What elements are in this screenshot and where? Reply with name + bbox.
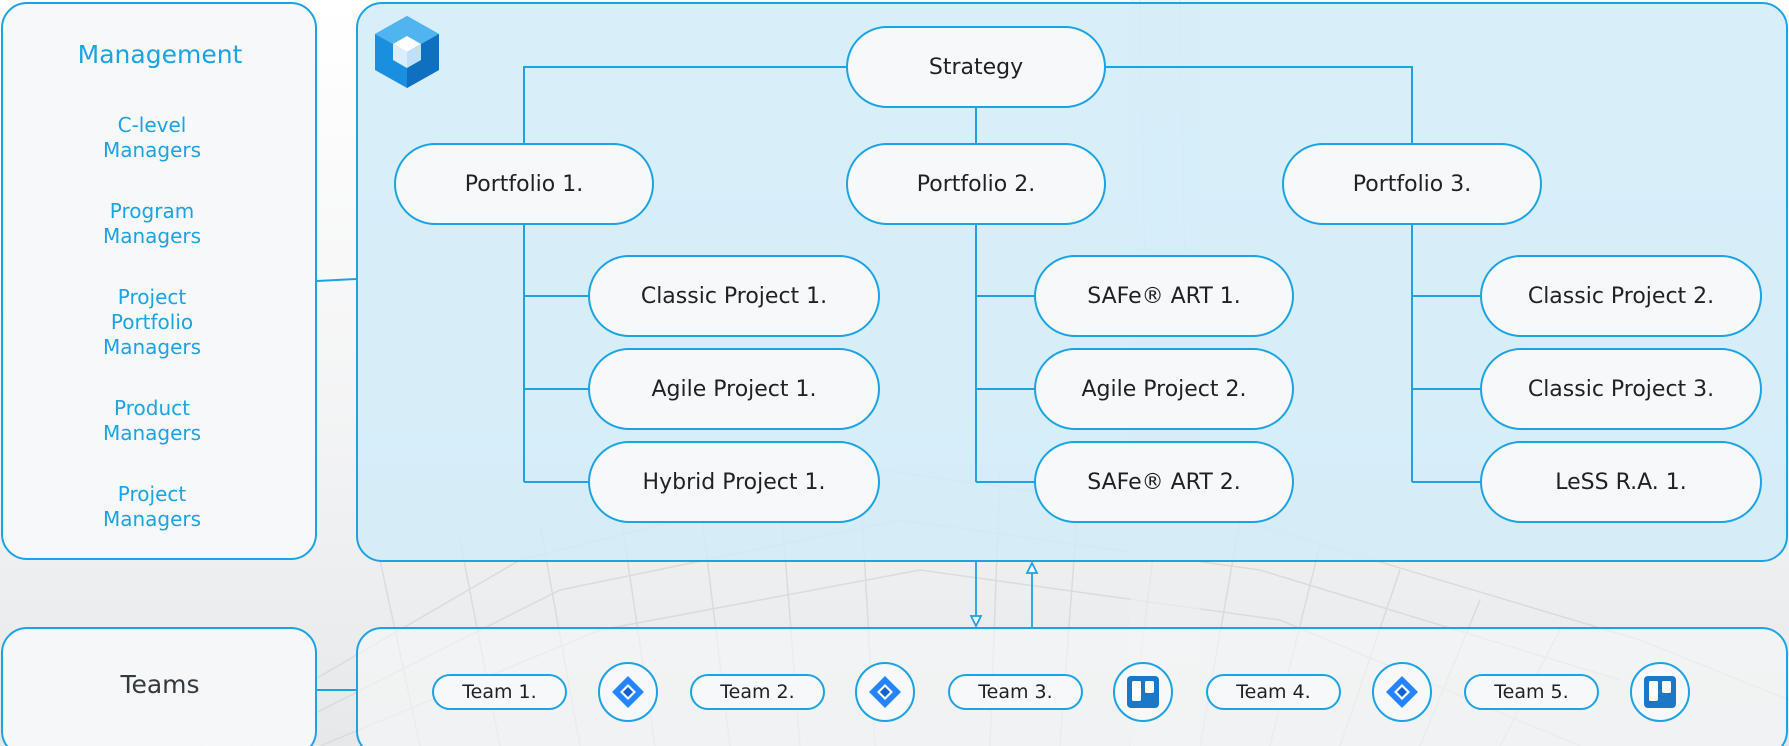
teams-panel	[1, 627, 317, 746]
trello-icon	[1630, 662, 1690, 722]
jira-icon	[855, 662, 915, 722]
strategy-node: Strategy	[846, 26, 1106, 108]
role-program-managers: Program Managers	[102, 199, 202, 248]
project-node: LeSS R.A. 1.	[1480, 441, 1762, 523]
project-node: Classic Project 2.	[1480, 255, 1762, 337]
portfolio-3-node: Portfolio 3.	[1282, 143, 1542, 225]
role-project-portfolio-managers: Project Portfolio Managers	[102, 285, 202, 359]
team-3-pill: Team 3.	[948, 674, 1083, 710]
project-node: Classic Project 1.	[588, 255, 880, 337]
team-4-pill: Team 4.	[1206, 674, 1341, 710]
team-5-pill: Team 5.	[1464, 674, 1599, 710]
management-title: Management	[77, 40, 243, 69]
connector-strategy-portfolio-1	[523, 66, 846, 143]
project-node: SAFe® ART 1.	[1034, 255, 1294, 337]
connector-strategy-portfolio-3	[1106, 66, 1413, 143]
jira-icon	[1372, 662, 1432, 722]
project-node: Classic Project 3.	[1480, 348, 1762, 430]
teams-title: Teams	[120, 670, 200, 699]
connector-management-to-hierarchy	[316, 278, 357, 282]
role-c-level-managers: C-level Managers	[102, 113, 202, 162]
project-node: SAFe® ART 2.	[1034, 441, 1294, 523]
cube-logo-icon	[375, 16, 439, 88]
management-panel	[1, 2, 317, 560]
role-project-managers: Project Managers	[102, 482, 202, 531]
team-1-pill: Team 1.	[432, 674, 567, 710]
project-node: Agile Project 1.	[588, 348, 880, 430]
project-node: Hybrid Project 1.	[588, 441, 880, 523]
portfolio-1-node: Portfolio 1.	[394, 143, 654, 225]
jira-icon	[598, 662, 658, 722]
trello-icon	[1113, 662, 1173, 722]
role-product-managers: Product Managers	[102, 396, 202, 445]
team-2-pill: Team 2.	[690, 674, 825, 710]
project-node: Agile Project 2.	[1034, 348, 1294, 430]
portfolio-2-node: Portfolio 2.	[846, 143, 1106, 225]
